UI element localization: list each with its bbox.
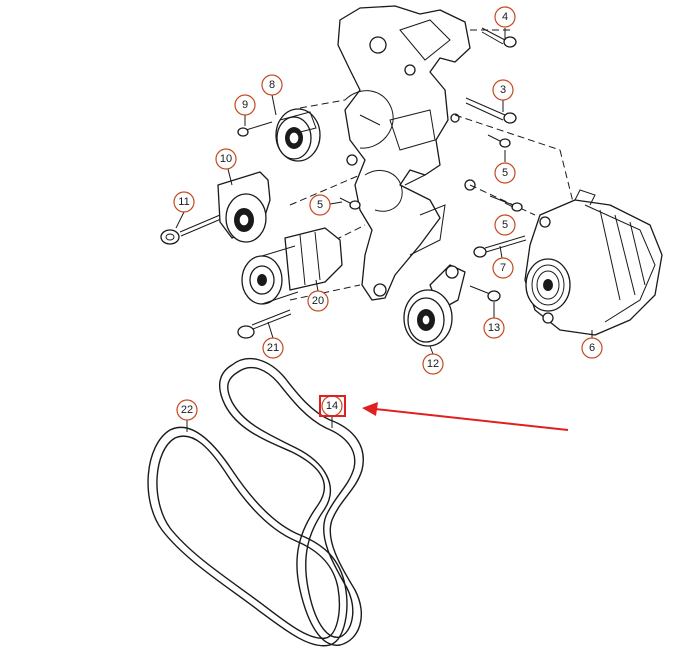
bolt-7	[473, 235, 527, 258]
callout-4: 4	[494, 6, 516, 40]
callout-20: 20	[307, 279, 329, 312]
tensioner-10	[217, 171, 271, 243]
callout-5-right: 5	[494, 202, 516, 236]
bolt-21	[237, 309, 292, 339]
callout-13-label: 13	[488, 322, 500, 334]
ribbed-belt-22	[147, 426, 348, 647]
callout-8: 8	[261, 74, 283, 116]
callout-3-label: 3	[500, 84, 506, 96]
callout-21-label: 21	[267, 342, 279, 354]
highlight-arrow	[374, 408, 569, 431]
bolt-5-left	[339, 197, 361, 210]
callout-13: 13	[483, 302, 505, 339]
callout-12: 12	[422, 345, 444, 375]
callout-5-upper-label: 5	[502, 167, 508, 179]
callout-14-label: 14	[326, 400, 338, 412]
alternator-6	[524, 189, 663, 336]
highlight-annotation	[319, 395, 569, 431]
callout-21: 21	[262, 321, 284, 359]
callout-8-label: 8	[269, 79, 275, 91]
bolt-11	[160, 214, 222, 245]
callout-10-label: 10	[220, 153, 232, 165]
callout-6: 6	[581, 330, 603, 359]
bolt-9	[237, 121, 273, 137]
callout-5-right-label: 5	[502, 219, 508, 231]
arrowhead-icon	[362, 402, 378, 416]
callout-5-upper: 5	[494, 150, 516, 184]
callout-20-label: 20	[312, 295, 324, 307]
idler-pulley-12	[403, 264, 466, 347]
callout-22: 22	[176, 399, 198, 432]
callout-7: 7	[492, 245, 514, 279]
idler-pulley-8	[275, 108, 321, 162]
callout-10: 10	[215, 148, 237, 186]
callout-9-label: 9	[242, 99, 248, 111]
callout-12-label: 12	[427, 358, 439, 370]
bolt-5-upper-right	[487, 134, 511, 148]
callout-11-label: 11	[178, 196, 189, 208]
callout-6-label: 6	[589, 342, 595, 354]
callout-5-left-label: 5	[317, 199, 323, 211]
callout-9: 9	[234, 94, 256, 126]
callout-11: 11	[173, 191, 195, 229]
bolt-13	[469, 285, 501, 302]
assembly-guide-lines	[289, 29, 576, 301]
bolt-5-right	[489, 195, 523, 212]
callout-22-label: 22	[181, 404, 193, 416]
bolt-3	[465, 97, 517, 124]
ribbed-belt-14	[218, 357, 364, 646]
callout-4-label: 4	[502, 11, 508, 23]
callout-14: 14	[321, 395, 343, 428]
alternator-bracket	[337, 5, 476, 301]
callout-5-left: 5	[309, 194, 343, 216]
damper-20	[241, 227, 343, 305]
highlight-box	[319, 395, 346, 417]
callout-7-label: 7	[500, 262, 506, 274]
callout-3: 3	[492, 79, 514, 112]
bolt-4	[481, 27, 517, 48]
